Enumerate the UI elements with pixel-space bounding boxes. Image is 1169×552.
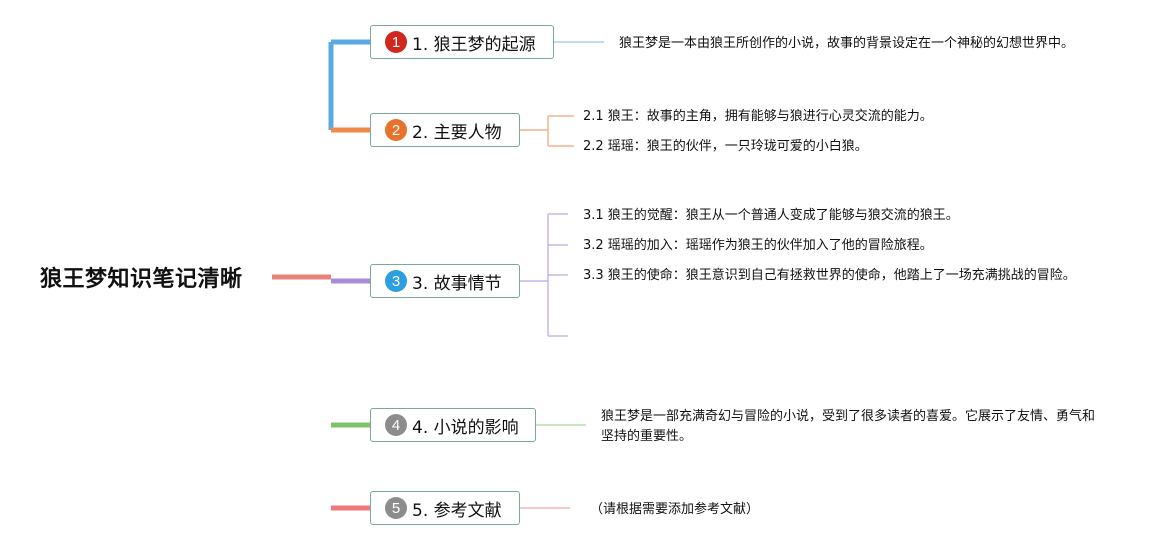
branch-label: 5. 参考文献: [412, 500, 502, 521]
root-topic[interactable]: 狼王梦知识笔记清晰: [40, 267, 243, 292]
note-origin: 狼王梦是一本由狼王所创作的小说，故事的背景设定在一个神秘的幻想世界中。: [619, 36, 1075, 51]
note-bracket-3: [520, 213, 568, 337]
branch-topic-characters[interactable]: 2 2. 主要人物: [370, 113, 520, 147]
note-plot-mission: 3.3 狼王的使命：狼王意识到自己有拯救世界的使命，他踏上了一场充满挑战的冒险。: [583, 268, 1076, 283]
branch-topic-plot[interactable]: 3 3. 故事情节: [370, 264, 520, 298]
note-bracket-2: [520, 115, 574, 147]
branch-label: 4. 小说的影响: [412, 417, 519, 438]
branch-label: 2. 主要人物: [412, 122, 502, 143]
note-plot-awakening: 3.1 狼王的觉醒：狼王从一个普通人变成了能够与狼交流的狼王。: [583, 208, 959, 223]
number-badge-icon: 3: [385, 270, 407, 292]
note-references: （请根据需要添加参考文献）: [590, 502, 760, 517]
note-plot-yaoyao-joins: 3.2 瑶瑶的加入：瑶瑶作为狼王的伙伴加入了他的冒险旅程。: [583, 238, 933, 253]
note-character-wolf-king: 2.1 狼王：故事的主角，拥有能够与狼进行心灵交流的能力。: [583, 109, 933, 124]
note-character-yaoyao: 2.2 瑶瑶：狼王的伙伴，一只玲珑可爱的小白狼。: [583, 139, 868, 154]
branch-topic-origin[interactable]: 1 1. 狼王梦的起源: [370, 25, 554, 59]
branch-label: 3. 故事情节: [412, 273, 502, 294]
branch-topic-references[interactable]: 5 5. 参考文献: [370, 491, 520, 525]
branch-label: 1. 狼王梦的起源: [412, 34, 536, 55]
number-badge-icon: 1: [385, 31, 407, 53]
number-badge-icon: 4: [385, 414, 407, 436]
branch-topic-influence[interactable]: 4 4. 小说的影响: [370, 408, 536, 442]
note-influence: 狼王梦是一部充满奇幻与冒险的小说，受到了很多读者的喜爱。它展示了友情、勇气和坚持…: [601, 409, 1096, 444]
number-badge-icon: 2: [385, 119, 407, 141]
number-badge-icon: 5: [385, 497, 407, 519]
